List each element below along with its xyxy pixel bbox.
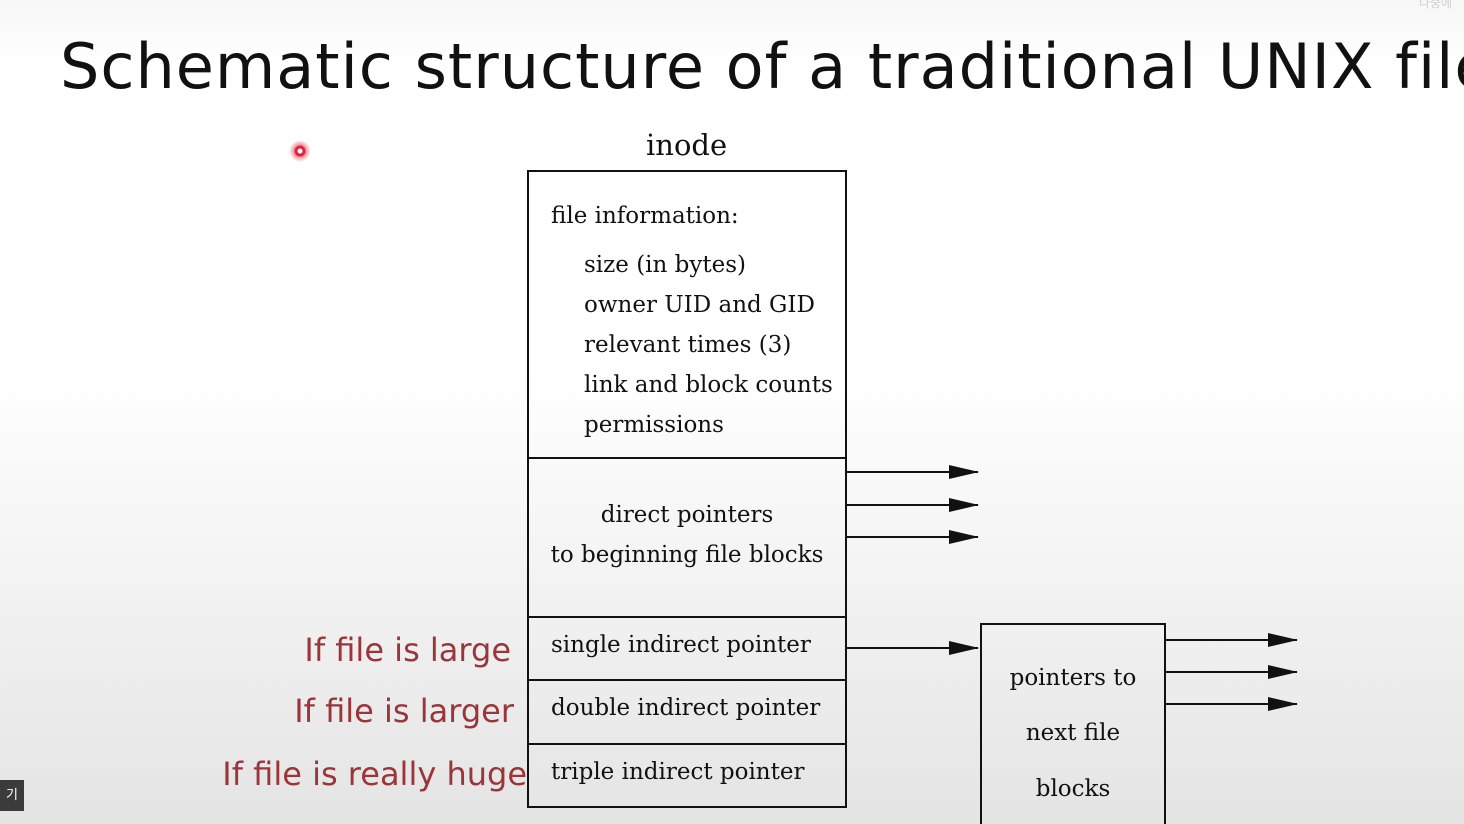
file-information-section: file information: size (in bytes) owner … (529, 172, 845, 459)
inode-label: inode (646, 128, 728, 162)
info-item-owner: owner UID and GID (584, 292, 815, 318)
single-indirect-section: single indirect pointer (529, 618, 845, 681)
next-blocks-line-1: pointers to (1009, 665, 1137, 691)
double-indirect-label: double indirect pointer (551, 695, 821, 721)
next-blocks-box: pointers to next file blocks (980, 623, 1166, 824)
info-item-counts: link and block counts (584, 372, 833, 398)
file-information-list: size (in bytes) owner UID and GID releva… (584, 250, 833, 450)
next-blocks-line-2: next file (1025, 720, 1121, 746)
direct-pointers-section: direct pointers to beginning file blocks (529, 459, 845, 618)
single-indirect-label: single indirect pointer (551, 632, 811, 658)
info-item-size: size (in bytes) (584, 252, 746, 278)
triple-indirect-section: triple indirect pointer (529, 745, 845, 806)
next-blocks-line-3: blocks (1035, 776, 1111, 802)
annotation-large: If file is large (304, 631, 511, 669)
info-item-permissions: permissions (584, 412, 724, 438)
triple-indirect-label: triple indirect pointer (551, 759, 805, 785)
annotation-really-huge: If file is really huge (222, 755, 527, 793)
file-information-heading: file information: (551, 203, 739, 229)
info-item-times: relevant times (3) (584, 332, 792, 358)
slide-title: Schematic structure of a traditional UNI… (60, 30, 1464, 103)
caption-button[interactable]: 기 (0, 780, 24, 811)
inode-box: file information: size (in bytes) owner … (527, 170, 847, 808)
double-indirect-section: double indirect pointer (529, 681, 845, 745)
direct-pointers-text: direct pointers to beginning file blocks (529, 495, 845, 575)
direct-pointers-line-2: to beginning file blocks (550, 542, 824, 568)
laser-pointer-icon (289, 140, 311, 162)
direct-pointers-line-1: direct pointers (600, 502, 774, 528)
annotation-larger: If file is larger (294, 692, 514, 730)
corner-text: 나중에 (1418, 0, 1452, 10)
